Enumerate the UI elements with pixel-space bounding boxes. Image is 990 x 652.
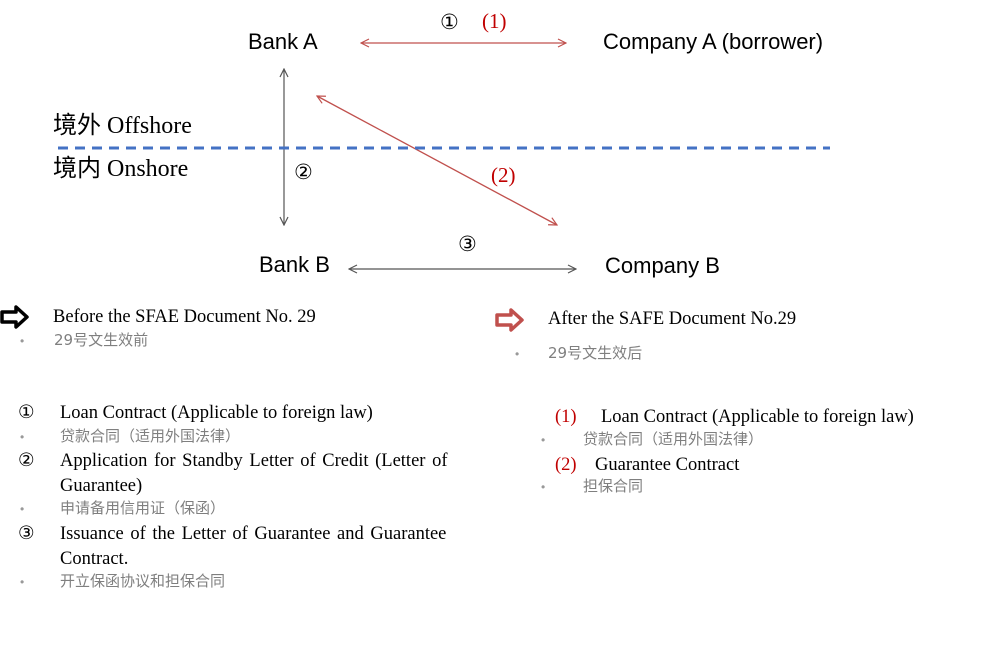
node-company-b: Company B: [605, 253, 720, 278]
before-item-2-cn: 申请备用信用证（保函）: [60, 499, 226, 517]
before-heading: Before the SFAE Document No. 29: [53, 307, 316, 327]
zone-onshore: 境内 Onshore: [53, 156, 189, 182]
after-item-1-num: (1): [555, 407, 577, 427]
before-item-3-num: ③: [18, 524, 35, 544]
label-2-after: (2): [491, 163, 516, 187]
bullet: •: [20, 502, 25, 516]
bullet: •: [541, 433, 546, 447]
zone-offshore: 境外 Offshore: [53, 113, 192, 139]
bullet: •: [541, 480, 546, 494]
label-3-before: ③: [458, 232, 477, 256]
after-heading: After the SAFE Document No.29: [548, 309, 797, 329]
bullet: •: [515, 347, 520, 361]
red-arrow-icon: [495, 308, 524, 332]
before-heading-cn: 29号文生效前: [54, 331, 149, 349]
black-arrow-icon: [0, 305, 29, 329]
label-1-after: (1): [482, 9, 507, 33]
bullet: •: [20, 334, 25, 348]
before-item-3-text: Issuance of the Letter of Guarantee and …: [60, 524, 447, 544]
before-item-2-text-cont: Guarantee): [60, 476, 143, 496]
bullet: •: [20, 575, 25, 589]
after-item-1-cn: 贷款合同（适用外国法律）: [583, 430, 764, 448]
before-item-1-cn: 贷款合同（适用外国法律）: [60, 427, 241, 445]
before-item-1-num: ①: [18, 403, 35, 423]
node-company-a: Company A (borrower): [603, 29, 824, 54]
after-item-1-text: Loan Contract (Applicable to foreign law…: [601, 407, 914, 427]
after-item-2-num: (2): [555, 455, 577, 475]
after-item-2-text: Guarantee Contract: [595, 455, 740, 475]
before-item-2-text: Application for Standby Letter of Credit…: [60, 451, 448, 471]
after-heading-cn: 29号文生效后: [548, 344, 643, 362]
before-item-1-text: Loan Contract (Applicable to foreign law…: [60, 403, 373, 423]
node-bank-b: Bank B: [259, 252, 330, 277]
node-bank-a: Bank A: [248, 29, 318, 54]
after-item-2-cn: 担保合同: [583, 477, 644, 495]
before-item-3-cn: 开立保函协议和担保合同: [60, 572, 226, 590]
arrow-bank-a-company-b: [317, 96, 557, 225]
label-2-before: ②: [294, 160, 313, 184]
bullet: •: [20, 430, 25, 444]
before-item-2-num: ②: [18, 451, 35, 471]
before-item-3-text-cont: Contract.: [60, 549, 129, 569]
label-1-before: ①: [440, 10, 459, 34]
